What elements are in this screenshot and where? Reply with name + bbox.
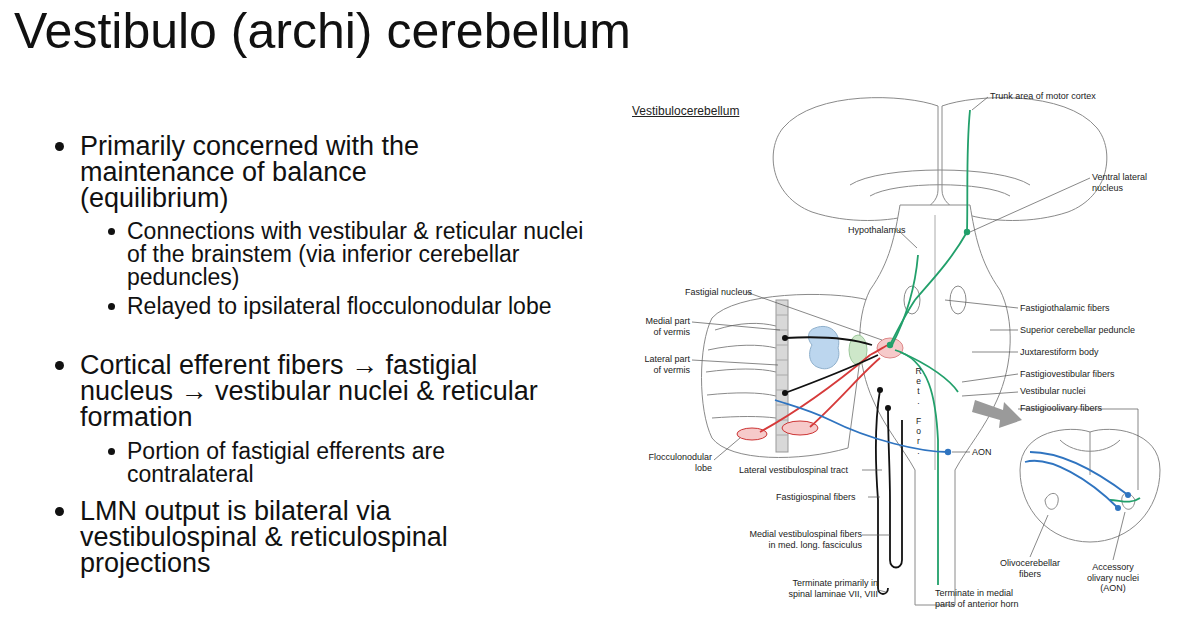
bullet-marker xyxy=(55,142,64,151)
folia xyxy=(706,323,776,418)
bullet-text: Primarily concerned with the maintenance… xyxy=(80,133,500,211)
left-hemisphere xyxy=(773,98,938,221)
diagram-heading: Vestibulocerebellum xyxy=(632,104,739,118)
cerebral-peduncle xyxy=(950,286,966,314)
anatomy-label: Ventral lateral nucleus xyxy=(1092,172,1158,193)
black-fiber xyxy=(785,355,878,393)
nodulus xyxy=(782,421,818,435)
anatomy-label: Fastigial nucleus xyxy=(685,287,752,298)
anatomy-label: Juxtarestiform body xyxy=(1020,347,1099,358)
anatomy-label: Lateral vestibulospinal tract xyxy=(739,465,848,476)
leader-lines xyxy=(692,97,1138,592)
slide-title: Vestibulo (archi) cerebellum xyxy=(14,2,631,60)
bullet-marker xyxy=(108,448,115,455)
anatomy-label: Fastigiospinal fibers xyxy=(776,492,856,503)
anatomy-label: Terminate primarily in spinal laminae VI… xyxy=(778,578,878,599)
dentate-region xyxy=(808,326,838,368)
black-fiber xyxy=(876,390,888,594)
neuron-dot xyxy=(1115,505,1121,511)
brainstem-midline xyxy=(935,215,936,470)
bullet-marker xyxy=(108,228,115,235)
green-fiber xyxy=(900,352,958,392)
neuron-dot xyxy=(887,342,893,348)
anatomy-label: Ret. For. xyxy=(914,366,923,456)
neuron-dot xyxy=(877,387,883,393)
inset-arrow xyxy=(972,400,1022,428)
neuron-dot xyxy=(945,449,951,455)
corpus-callosum xyxy=(850,170,1030,185)
blue-fiber xyxy=(1025,461,1118,508)
bullet-marker xyxy=(55,507,64,516)
red-fiber xyxy=(760,345,888,432)
anatomy-label: Medial vestibulospinal fibers in med. lo… xyxy=(746,529,862,550)
bullet-text: LMN output is bilateral via vestibulospi… xyxy=(80,498,525,576)
anatomy-label: Fastigioolivary fibers xyxy=(1020,403,1102,414)
bullet-marker xyxy=(108,303,115,310)
neuron-dot xyxy=(782,390,788,396)
neuron-dot xyxy=(885,405,891,411)
bullet-marker xyxy=(55,361,64,370)
anatomy-label: Olivocerebellar fibers xyxy=(998,558,1062,579)
green-fiber xyxy=(1110,498,1140,502)
medulla-section xyxy=(1020,429,1160,542)
ventricle-outline xyxy=(870,185,1010,196)
anatomy-label: Accessory olivary nuclei (AON) xyxy=(1084,562,1142,594)
neuron-dot xyxy=(964,229,970,235)
bullet-text: Relayed to ipsilateral flocculonodular l… xyxy=(127,295,597,318)
neuron-dot xyxy=(1125,492,1131,498)
anatomy-label: Hypothalamus xyxy=(848,225,906,236)
bullet-text: Portion of fastigial efferents are contr… xyxy=(127,440,527,486)
anatomy-label: Trunk area of motor cortex xyxy=(990,91,1096,102)
anatomy-label: Vestibular nuclei xyxy=(1020,386,1086,397)
bullet-text: Connections with vestibular & reticular … xyxy=(127,220,597,289)
bullet-text: Cortical efferent fibers → fastigial nuc… xyxy=(80,352,570,430)
anatomy-label: Lateral part of vermis xyxy=(638,354,690,375)
anatomy-label: Medial part of vermis xyxy=(638,316,690,337)
anatomy-label: Superior cerebellar peduncle xyxy=(1020,325,1135,336)
anatomy-label: Fastigiovestibular fibers xyxy=(1020,369,1115,380)
anatomy-label: AON xyxy=(972,447,992,458)
anatomy-label: Fastigiothalamic fibers xyxy=(1020,303,1110,314)
anatomy-label: Terminate in medial parts of anterior ho… xyxy=(935,588,1030,609)
red-fiber xyxy=(810,358,880,427)
black-fiber xyxy=(785,337,872,345)
blue-fiber xyxy=(1030,452,1128,495)
neuron-dot xyxy=(782,335,788,341)
anatomy-label: Flocculonodular lobe xyxy=(642,452,712,473)
black-fiber xyxy=(888,408,902,568)
green-fiber xyxy=(892,255,918,345)
